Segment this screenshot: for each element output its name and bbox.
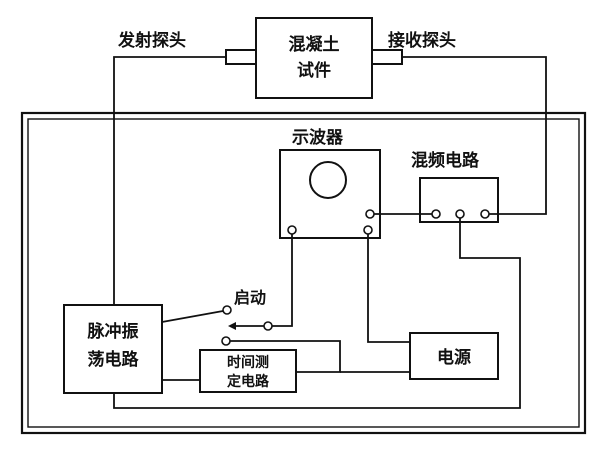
concrete-specimen: 混凝土 试件 (255, 17, 373, 99)
start-switch (161, 305, 273, 346)
power-supply-label: 电源 (437, 347, 471, 368)
oscilloscope-label: 示波器 (292, 127, 344, 148)
pulse-gen-label-line1: 脉冲振 (87, 321, 139, 342)
specimen-label-line1: 混凝土 (289, 34, 340, 55)
power-supply: 电源 (409, 332, 499, 380)
mixer-circuit (419, 177, 499, 223)
receive-probe (371, 49, 403, 65)
wiring (113, 56, 547, 409)
mixer-circuit-label: 混频电路 (411, 150, 480, 171)
transmit-probe-label: 发射探头 (117, 30, 186, 51)
oscilloscope-screen (309, 161, 347, 199)
start-switch-label: 启动 (234, 288, 266, 307)
timing-label-line2: 定电路 (227, 373, 270, 390)
specimen-label-line2: 试件 (297, 60, 331, 81)
pulse-oscillator-circuit: 脉冲振 荡电路 (63, 304, 163, 394)
timing-label-line1: 时间测 (227, 354, 269, 371)
timing-circuit: 时间测 定电路 (199, 349, 297, 393)
receive-probe-label: 接收探头 (388, 30, 456, 51)
oscilloscope (279, 149, 381, 239)
transmit-probe (225, 49, 257, 65)
pulse-gen-label-line2: 荡电路 (88, 349, 140, 370)
instrument-enclosure (20, 111, 587, 435)
